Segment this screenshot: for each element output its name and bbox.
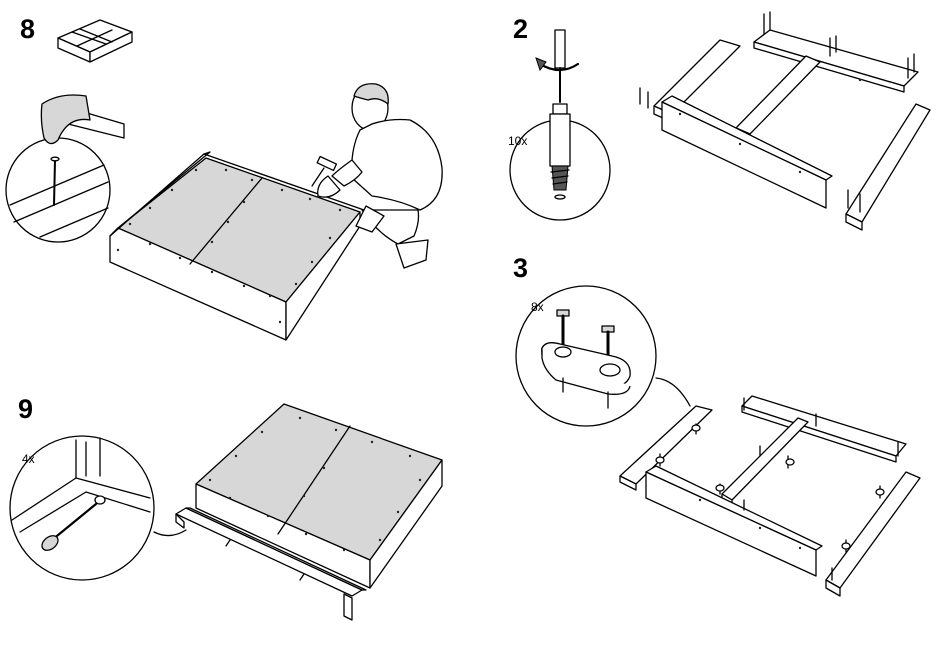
frame-parts-exploded [640, 12, 930, 230]
detail-circle-dowel [510, 30, 610, 220]
step-3-panel [516, 286, 920, 596]
bed-base-side-rail [176, 404, 442, 620]
step-9-panel [10, 404, 442, 620]
detail-circle-nailing [6, 95, 124, 242]
nail-icon [51, 157, 59, 205]
screwdriver-icon [555, 30, 565, 102]
dowel-icon [550, 104, 570, 199]
hammer-icon [41, 95, 124, 144]
detail-circle-screw [10, 436, 186, 580]
detail-circle-cam-lock [516, 286, 690, 426]
frame-assembly-cam-fittings [620, 396, 920, 596]
cam-lock-icon [542, 343, 630, 408]
hardboard-thumbnail-icon [58, 20, 132, 62]
step-2-panel [510, 12, 930, 230]
step-8-panel [6, 20, 442, 340]
screw-icon [39, 504, 96, 553]
